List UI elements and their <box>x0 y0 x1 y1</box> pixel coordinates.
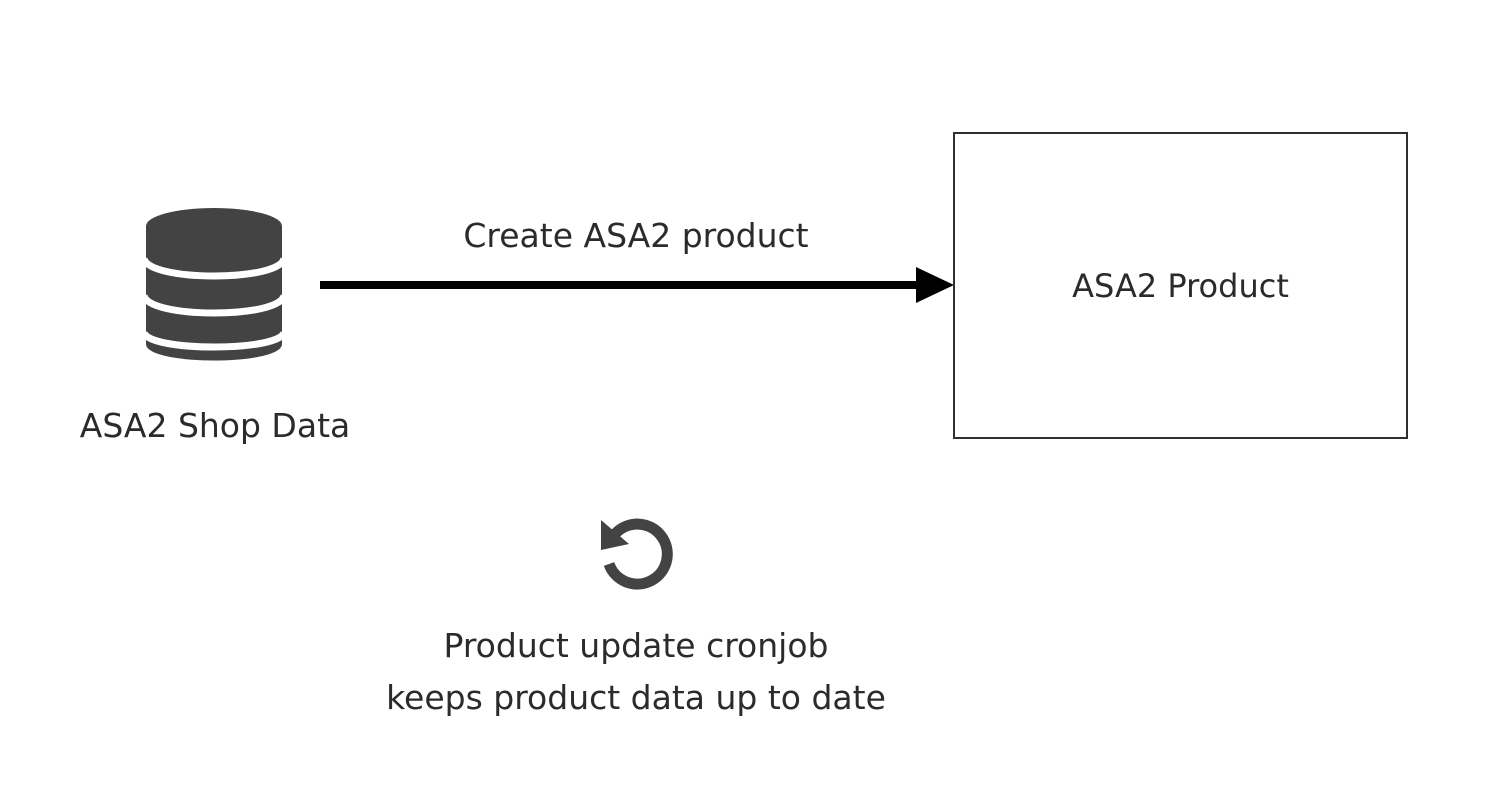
cronjob-note: Product update cronjob keeps product dat… <box>330 620 942 724</box>
target-label: ASA2 Product <box>1072 266 1289 305</box>
refresh-icon <box>593 510 683 600</box>
arrow-label: Create ASA2 product <box>463 216 809 255</box>
database-icon <box>110 196 320 374</box>
create-product-arrow <box>320 267 954 303</box>
source-label: ASA2 Shop Data <box>79 406 351 445</box>
cronjob-note-line2: keeps product data up to date <box>386 678 886 717</box>
product-box: ASA2 Product <box>953 132 1408 439</box>
cronjob-note-line1: Product update cronjob <box>443 626 829 665</box>
